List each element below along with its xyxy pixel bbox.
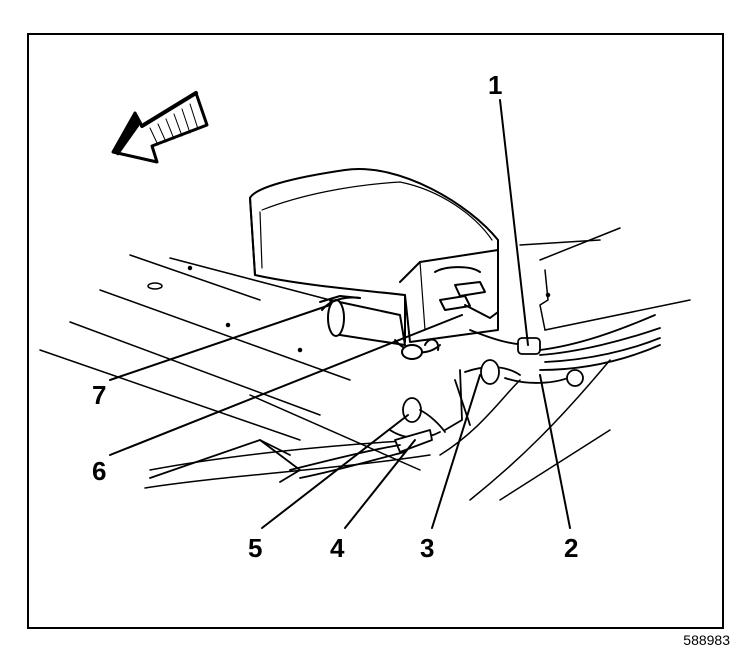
leader-line-1 [499,99,529,346]
evap-canister [249,168,499,343]
leader-line-6 [109,314,463,456]
callout-1: 1 [488,70,503,100]
vent-solenoid [319,295,441,360]
callout-4: 4 [330,533,345,563]
front-of-vehicle-arrow-icon [111,91,209,164]
leader-line-2 [539,374,571,529]
leader-line-5 [261,414,409,529]
callout-2: 2 [564,533,579,563]
callout-3: 3 [420,533,435,563]
callout-7: 7 [92,380,107,410]
leader-line-7 [109,304,331,381]
leader-line-3 [431,374,481,529]
callout-5: 5 [248,533,263,563]
callout-leader-lines [109,99,571,529]
figure-number: 588983 [683,632,730,648]
leader-line-4 [344,439,416,529]
callout-6: 6 [92,456,107,486]
